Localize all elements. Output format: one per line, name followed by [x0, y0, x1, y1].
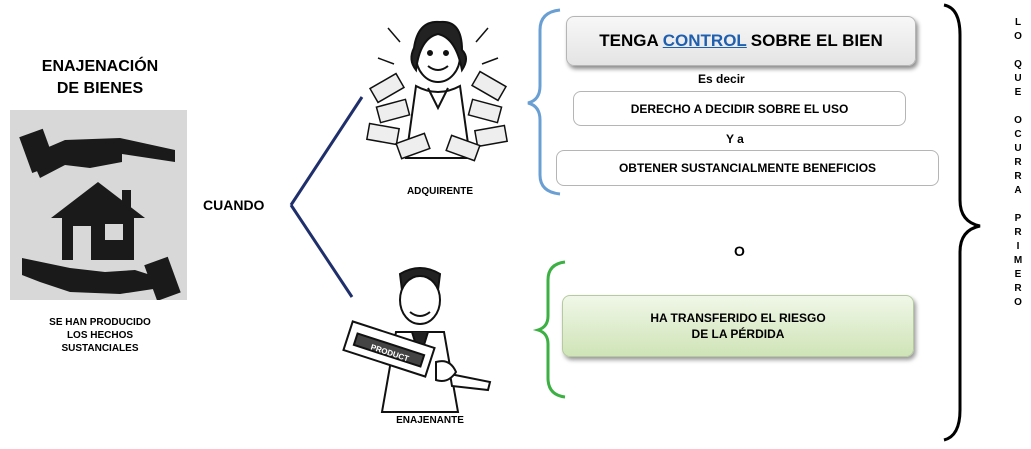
derecho-box: DERECHO A DECIDIR SOBRE EL USO [573, 91, 906, 126]
branch-label: CUANDO [203, 197, 265, 213]
right-brace [943, 3, 981, 442]
riesgo-line-1: HA TRANSFERIDO EL RIESGO [650, 311, 826, 325]
vertical-letter: R [1014, 227, 1022, 238]
vertical-letter [1006, 198, 1030, 212]
obtener-box: OBTENER SUSTANCIALMENTE BENEFICIOS [556, 150, 939, 186]
control-box-suffix: SOBRE EL BIEN [750, 31, 883, 50]
vertical-letter: U [1014, 143, 1022, 154]
vertical-letter: R [1014, 157, 1022, 168]
vertical-letter: R [1014, 171, 1022, 182]
title-line-1: ENAJENACIÓN [41, 58, 159, 75]
vertical-letter: R [1014, 283, 1022, 294]
control-box-prefix: TENGA [599, 31, 659, 50]
title-line-2: DE BIENES [56, 80, 144, 97]
vertical-letter: L [1014, 17, 1022, 28]
page-title: ENAJENACIÓN DE BIENES [10, 56, 190, 100]
connector-es-decir: Es decir [698, 72, 745, 86]
vertical-letter: U [1014, 73, 1022, 84]
vertical-letter: M [1013, 255, 1023, 266]
or-label: O [734, 243, 745, 259]
vertical-letter: A [1014, 185, 1022, 196]
bottom-brace [532, 260, 566, 399]
caption-line-1: SE HAN PRODUCIDO [49, 317, 151, 328]
vertical-letter: O [1014, 115, 1022, 126]
figure-label-adquirente: ADQUIRENTE [406, 186, 474, 197]
vertical-letter [1006, 44, 1030, 58]
branch-line-top [289, 96, 364, 206]
riesgo-line-2: DE LA PÉRDIDA [691, 327, 785, 341]
vertical-letter: Q [1014, 59, 1022, 70]
vertical-letter: O [1014, 31, 1022, 42]
connector-y-a: Y a [726, 132, 744, 146]
figure-label-enajenante: ENAJENANTE [396, 415, 464, 426]
vertical-letter: E [1014, 87, 1022, 98]
vertical-letter: O [1014, 297, 1022, 308]
vertical-letter: P [1014, 213, 1022, 224]
caption-line-2: LOS HECHOS [66, 330, 134, 341]
left-caption: SE HAN PRODUCIDO LOS HECHOS SUSTANCIALES [10, 316, 190, 355]
hands-protecting-house-icon [10, 110, 187, 300]
hands-house-image [10, 110, 187, 300]
caption-line-3: SUSTANCIALES [61, 343, 139, 354]
control-highlight: CONTROL [662, 31, 747, 50]
vertical-letter: C [1014, 129, 1022, 140]
vertical-letter: E [1014, 269, 1022, 280]
vertical-letter [1006, 100, 1030, 114]
man-holding-product-icon: PRODUCT [340, 262, 500, 430]
riesgo-box: HA TRANSFERIDO EL RIESGO DE LA PÉRDIDA [562, 295, 914, 357]
woman-with-money-icon [358, 8, 518, 180]
control-box: TENGA CONTROL SOBRE EL BIEN [566, 16, 916, 66]
vertical-letter: I [1016, 241, 1020, 252]
